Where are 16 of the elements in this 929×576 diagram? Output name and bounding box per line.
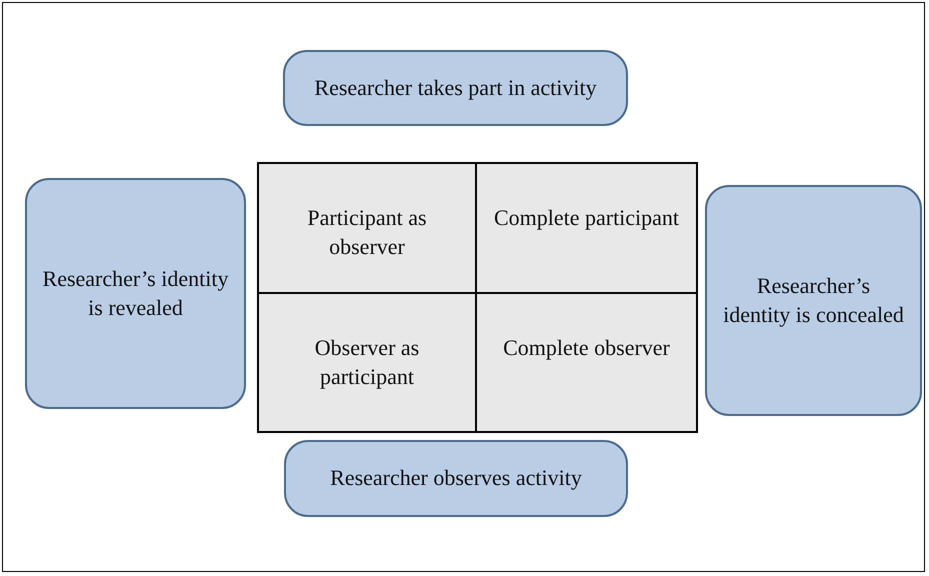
rounded-box — [284, 440, 628, 517]
box-label: Observer as participant — [314, 334, 420, 391]
box-label: Researcher’s identity is revealed — [42, 264, 230, 322]
grid-cell — [259, 294, 475, 431]
grid-cell — [477, 294, 696, 431]
box-label: Participant as observer — [306, 204, 428, 261]
rounded-box — [25, 178, 246, 409]
grid-cell — [477, 164, 696, 292]
box-label: Researcher’s identity is concealed — [722, 272, 905, 329]
rounded-box — [283, 50, 628, 126]
box-label: Researcher observes activity — [330, 464, 582, 492]
rounded-box — [705, 185, 922, 416]
box-label: Complete observer — [503, 334, 670, 362]
box-label: Researcher takes part in activity — [314, 74, 597, 102]
grid-cell — [259, 164, 475, 292]
box-label: Complete participant — [494, 204, 680, 232]
